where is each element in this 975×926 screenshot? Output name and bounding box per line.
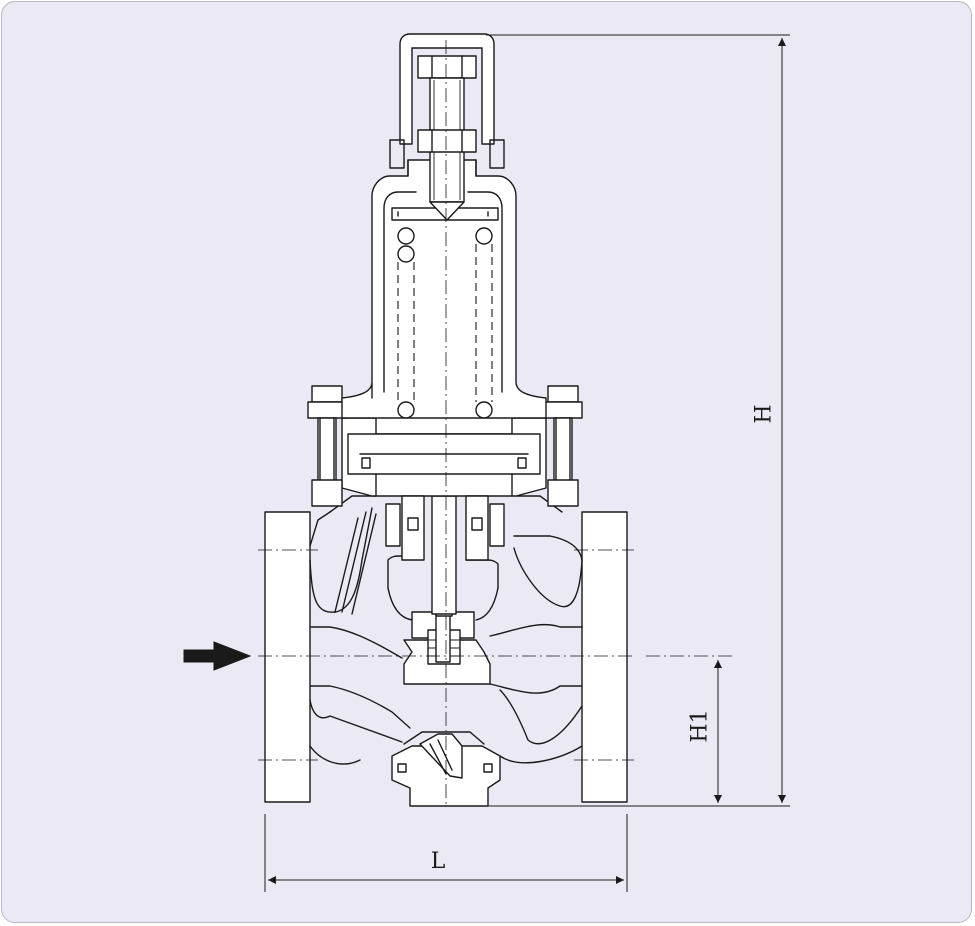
adjusting-screw <box>417 55 477 221</box>
dimension-label-h1: H1 <box>688 709 713 742</box>
right-cover-bolt <box>543 385 583 507</box>
adjusting-spring <box>391 207 499 419</box>
dimension-h <box>480 34 790 807</box>
center-lines <box>258 40 732 808</box>
diaphragm-chamber <box>341 397 547 561</box>
dimension-label-h: H <box>752 404 777 423</box>
inlet-flange <box>264 511 311 803</box>
flow-direction-arrow-icon <box>183 641 252 671</box>
main-valve-seat <box>403 611 491 685</box>
dimension-label-l: L <box>431 849 446 874</box>
adjusting-cap <box>389 33 505 169</box>
left-cover-bolt <box>307 385 347 507</box>
spring-bonnet <box>341 159 547 419</box>
bottom-cap <box>391 731 501 807</box>
dimension-l <box>264 814 628 892</box>
outlet-flange <box>581 511 628 803</box>
